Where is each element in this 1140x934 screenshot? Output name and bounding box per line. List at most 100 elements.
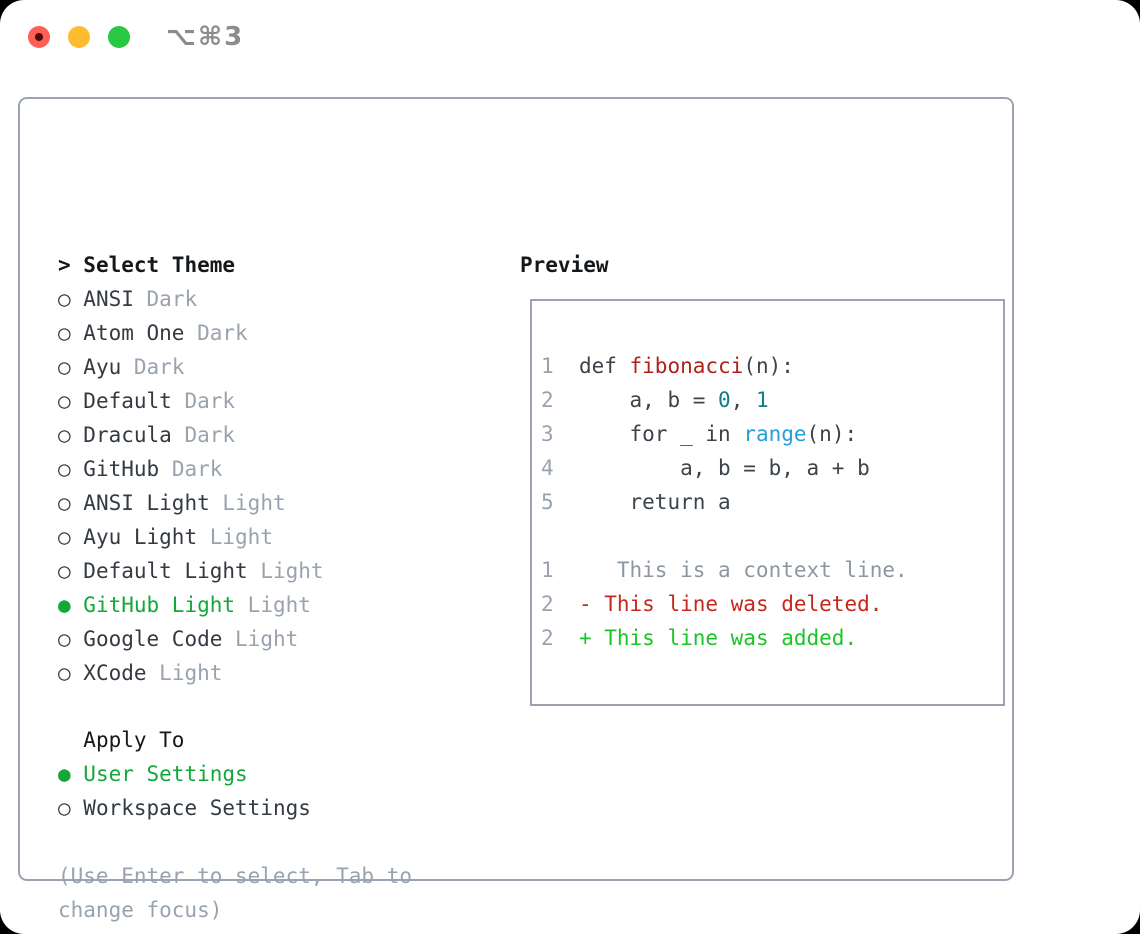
code-line: 1 This is a context line.: [541, 553, 995, 587]
spacer: [58, 728, 83, 752]
theme-option[interactable]: ○ Ayu Light Light: [58, 520, 324, 554]
code-line: 5 return a: [541, 485, 995, 519]
theme-list: > Select Theme○ ANSI Dark○ Atom One Dark…: [58, 248, 324, 690]
theme-option[interactable]: ○ GitHub Dark: [58, 452, 324, 486]
theme-name: Ayu: [83, 355, 122, 379]
code-token: a, b =: [629, 388, 719, 412]
spacer: [172, 423, 185, 447]
code-line: 2 - This line was deleted.: [541, 587, 995, 621]
line-number: 3: [541, 422, 630, 446]
line-number: 1: [541, 354, 579, 378]
radio-icon: ○: [58, 525, 84, 549]
code-line: 4 a, b = b, a + b: [541, 451, 995, 485]
line-number: 2: [541, 592, 579, 616]
code-line: 2 a, b = 0, 1: [541, 383, 995, 417]
radio-icon: ○: [58, 491, 84, 515]
radio-icon: ○: [58, 355, 84, 379]
focus-cursor-icon: >: [58, 253, 84, 277]
code-token: + This line was added.: [578, 626, 858, 650]
footer-hint: (Use Enter to select, Tab to change focus…: [58, 859, 412, 927]
radio-icon: ○: [58, 559, 84, 583]
theme-variant-tag: Dark: [133, 355, 185, 379]
radio-icon: ○: [58, 457, 84, 481]
radio-icon: ○: [58, 321, 84, 345]
code-token: ,: [730, 388, 756, 412]
code-token: return a: [629, 490, 731, 514]
code-token: fibonacci: [629, 354, 744, 378]
theme-option[interactable]: ● GitHub Light Light: [58, 588, 324, 622]
line-number: 5: [541, 490, 630, 514]
minimize-button[interactable]: [68, 26, 90, 48]
radio-icon: ○: [58, 627, 84, 651]
hint-line: (Use Enter to select, Tab to: [58, 859, 412, 893]
code-token: def: [578, 354, 630, 378]
theme-option[interactable]: ○ XCode Light: [58, 656, 324, 690]
spacer: [172, 389, 185, 413]
theme-name: ANSI Light: [83, 491, 210, 515]
zoom-button[interactable]: [108, 26, 130, 48]
preview-header: Preview: [520, 253, 609, 277]
radio-icon: ○: [58, 389, 84, 413]
theme-variant-tag: Light: [235, 627, 299, 651]
theme-option[interactable]: ○ Google Code Light: [58, 622, 324, 656]
titlebar: [28, 26, 130, 48]
theme-variant-tag: Dark: [146, 287, 198, 311]
hint-text: change focus): [58, 898, 223, 922]
theme-variant-tag: Dark: [184, 389, 236, 413]
spacer: [197, 525, 210, 549]
theme-option[interactable]: ○ Default Dark: [58, 384, 324, 418]
settings-panel: > Select Theme○ ANSI Dark○ Atom One Dark…: [18, 97, 1014, 922]
theme-name: Default Light: [83, 559, 248, 583]
window-title: ⌥⌘3: [166, 22, 245, 52]
line-number: 2: [541, 388, 630, 412]
code-line: [541, 519, 995, 553]
theme-picker-header-row: > Select Theme: [58, 248, 324, 282]
code-token: 0: [718, 388, 731, 412]
line-number: 2: [541, 626, 579, 650]
code-token: This is a context line.: [616, 558, 908, 582]
spacer: [147, 661, 160, 685]
radio-icon: ○: [58, 287, 84, 311]
apply-option-label: Workspace Settings: [83, 796, 311, 820]
theme-option[interactable]: ○ Default Light Light: [58, 554, 324, 588]
theme-variant-tag: Dark: [171, 457, 223, 481]
theme-name: GitHub: [83, 457, 160, 481]
spacer: [159, 457, 172, 481]
code-token: a, b = b, a + b: [680, 456, 870, 480]
theme-name: ANSI: [83, 287, 134, 311]
apply-option[interactable]: ● User Settings: [58, 757, 311, 791]
theme-variant-tag: Dark: [197, 321, 248, 345]
theme-name: Dracula: [83, 423, 172, 447]
apply-to-header: Apply To: [83, 728, 185, 752]
radio-icon: ○: [58, 661, 84, 685]
code-token: 1: [755, 388, 769, 412]
edited-indicator-dot: [35, 33, 43, 41]
apply-to-header-row: Apply To: [58, 723, 311, 757]
theme-variant-tag: Dark: [184, 423, 236, 447]
code-token: (n):: [743, 354, 794, 378]
code-token: range: [743, 422, 807, 446]
theme-name: Default: [83, 389, 172, 413]
code-line: 1 def fibonacci(n):: [541, 349, 995, 383]
spacer: [222, 627, 235, 651]
spacer: [210, 491, 223, 515]
theme-option[interactable]: ○ Atom One Dark: [58, 316, 324, 350]
apply-to-list: Apply To ● User Settings○ Workspace Setti…: [58, 723, 311, 825]
theme-option[interactable]: ○ Dracula Dark: [58, 418, 324, 452]
theme-variant-tag: Light: [222, 491, 286, 515]
theme-name: Atom One: [83, 321, 185, 345]
theme-variant-tag: Light: [159, 661, 223, 685]
close-button[interactable]: [28, 26, 50, 48]
line-number: 1: [541, 558, 617, 582]
radio-icon: ○: [58, 423, 84, 447]
radio-selected-icon: ●: [58, 762, 84, 786]
hint-text: (Use Enter to select, Tab to: [58, 864, 413, 888]
theme-option[interactable]: ○ Ayu Dark: [58, 350, 324, 384]
apply-option[interactable]: ○ Workspace Settings: [58, 791, 311, 825]
theme-name: GitHub Light: [83, 593, 236, 617]
theme-option[interactable]: ○ ANSI Light Light: [58, 486, 324, 520]
code-token: [541, 524, 554, 548]
theme-option[interactable]: ○ ANSI Dark: [58, 282, 324, 316]
